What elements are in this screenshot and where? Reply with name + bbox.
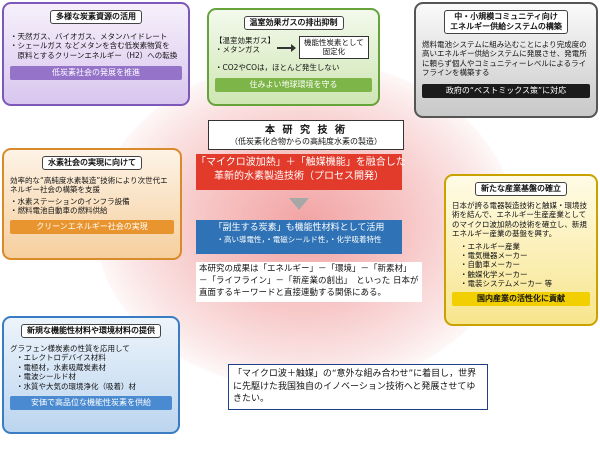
list-item: ・天然ガス、バイオガス、メタンハイドレート [10, 32, 168, 41]
industry-title: 新たな産業基盤の確立 [475, 182, 567, 196]
materials-title: 新規な機能性材料や環境材料の提供 [21, 324, 161, 338]
list-item: 原料とするクリーンエネルギー（H2）への転換 [10, 50, 178, 60]
hydrogen-footer: クリーンエネルギー社会の実現 [10, 219, 174, 234]
ghg-footer: 住みよい地球環境を守る [215, 78, 372, 93]
research-summary: 本研究の成果は「エネルギー」－「環境」－「新素材」－「ライフライン」－「新産業の… [196, 262, 422, 302]
hydrogen-body: 効率的な“高純度水素製造”技術により次世代エネルギー社会の構築を支援 [10, 176, 168, 195]
materials-body: グラフェン様炭素の性質を応用して [10, 344, 130, 353]
ghg-subtitle: 【温室効果ガス】 [215, 36, 275, 45]
list-item: ・電気機器メーカー [460, 250, 528, 260]
community-box: 中・小規模コミュニティ向け エネルギー供給システムの構築 燃料電池システムに組み… [414, 2, 598, 118]
industry-footer: 国内産業の活性化に貢献 [452, 292, 590, 307]
list-item: ・電波シールド材 [16, 372, 76, 382]
ghg-methane: ・メタンガス [215, 45, 260, 55]
industry-body: 日本が誇る電器製造技術と触媒・環境技術を結んで、エネルギー生産産業としてのマイク… [452, 201, 587, 239]
byproduct-carbon-box: 「副生する炭素」も機能性材料として活用 ・高い導電性，・電磁シールド性，・化学吸… [196, 220, 402, 254]
community-title: 中・小規模コミュニティ向け エネルギー供給システムの構築 [444, 10, 568, 34]
center-title-box: 本 研 究 技 術 （低炭素化合物からの高純度水素の製造） [208, 120, 404, 150]
list-item: ・触媒化学メーカー [460, 269, 528, 279]
core-technology-box: 「マイクロ波加熱」＋「触媒機能」を融合した 革新的水素製造技術（プロセス開発） [196, 154, 406, 190]
carbon-resources-footer: 低炭素社会の発展を推進 [10, 66, 182, 81]
materials-list: ・エレクトロデバイス材料 ・電極材，水素吸蔵炭素材 ・電波シールド材 ・水質や大… [10, 353, 172, 391]
industry-box: 新たな産業基盤の確立 日本が誇る電器製造技術と触媒・環境技術を結んで、エネルギー… [444, 174, 598, 326]
community-footer: 政府の“ベストミックス策”に対応 [422, 83, 590, 98]
materials-footer: 安価で高品位な機能性炭素を供給 [10, 395, 172, 410]
carbon-resources-list: ・天然ガス、バイオガス、メタンハイドレート ・シェールガス などメタンを含む低炭… [10, 32, 182, 60]
list-item: ・自動車メーカー [460, 260, 520, 270]
list-item: ・エネルギー産業 [460, 241, 520, 251]
arrow-down-icon [289, 198, 309, 210]
list-item: ・水質や大気の環境浄化（吸着）材 [16, 381, 136, 391]
center-subtitle: （低炭素化合物からの高純度水素の製造） [230, 137, 382, 146]
ghg-fixed-label: 機能性炭素として 固定化 [299, 36, 369, 59]
hydrogen-list: ・水素ステーションのインフラ設備 ・燃料電池自動車の燃料供給 [10, 197, 174, 216]
bottom-note: 「マイクロ波＋触媒」の“意外な組み合わせ”に着目し，世界に先駆けた我国独自のイノ… [228, 364, 488, 410]
industry-list: ・エネルギー産業 ・電気機器メーカー ・自動車メーカー ・触媒化学メーカー ・電… [452, 242, 590, 289]
center-title: 本 研 究 技 術 [265, 125, 347, 136]
hydrogen-title: 水素社会の実現に向けて [42, 156, 142, 170]
ghg-title: 温室効果ガスの排出抑制 [243, 16, 344, 30]
list-item: ・エレクトロデバイス材料 [16, 353, 106, 363]
community-body: 燃料電池システムに組み込むことにより完成度の高いエネルギー供給システムに発展させ… [422, 40, 587, 78]
list-item: ・電装システムメーカー 等 [460, 279, 553, 288]
carbon-resources-box: 多様な炭素資源の活用 ・天然ガス、バイオガス、メタンハイドレート ・シェールガス… [2, 2, 190, 106]
carbon-resources-title: 多様な炭素資源の活用 [50, 10, 142, 24]
materials-box: 新規な機能性材料や環境材料の提供 グラフェン様炭素の性質を応用して ・エレクトロ… [2, 316, 180, 434]
byproduct-line2: ・高い導電性，・電磁シールド性，・化学吸着特性 [216, 234, 382, 244]
byproduct-line1: 「副生する炭素」も機能性材料として活用 [213, 223, 385, 233]
ghg-box: 温室効果ガスの排出抑制 【温室効果ガス】 ・メタンガス 機能性炭素として 固定化… [207, 8, 380, 106]
core-technology-text: 「マイクロ波加熱」＋「触媒機能」を融合した 革新的水素製造技術（プロセス開発） [196, 157, 406, 182]
ghg-co2: ・CO2やCOは，ほとんど発生しない [215, 62, 340, 72]
list-item: ・水素ステーションのインフラ設備 [10, 196, 130, 206]
hydrogen-box: 水素社会の実現に向けて 効率的な“高純度水素製造”技術により次世代エネルギー社会… [2, 148, 182, 260]
arrow-right-icon [277, 44, 296, 52]
list-item: ・電極材，水素吸蔵炭素材 [16, 362, 106, 372]
list-item: ・燃料電池自動車の燃料供給 [10, 206, 108, 216]
list-item: ・シェールガス などメタンを含む低炭素物質を [10, 41, 170, 51]
